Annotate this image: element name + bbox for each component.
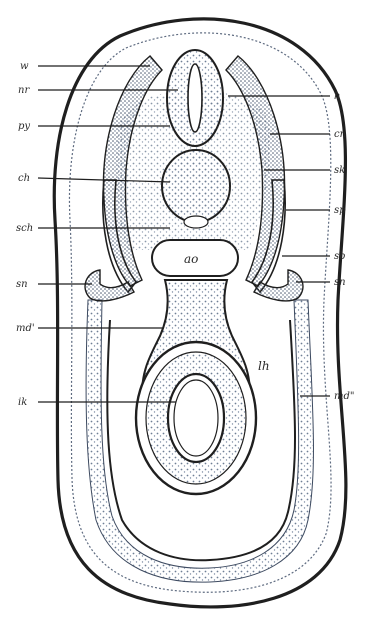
label-w: w [20,61,29,72]
label-sn-left: sn [16,279,28,290]
label-nr: nr [18,85,30,96]
label-lh: lh [258,359,270,373]
labels-left: w nr py ch sch sn md' ik [16,61,35,408]
label-ch: ch [18,173,30,184]
neural-tube [167,50,223,146]
intestine [136,342,256,494]
label-md-double-prime: md" [334,391,354,402]
label-md-prime: md' [16,323,35,334]
label-sp: sp [334,205,346,216]
label-sk: sk [334,165,345,176]
label-ao: ao [184,252,198,266]
label-py: py [18,121,30,132]
label-cn: cn [334,129,346,140]
label-ik: ik [18,397,27,408]
label-sb: sb [334,251,346,262]
label-h: h [334,91,340,102]
label-sch: sch [16,223,33,234]
label-sn-right: sn [334,277,346,288]
